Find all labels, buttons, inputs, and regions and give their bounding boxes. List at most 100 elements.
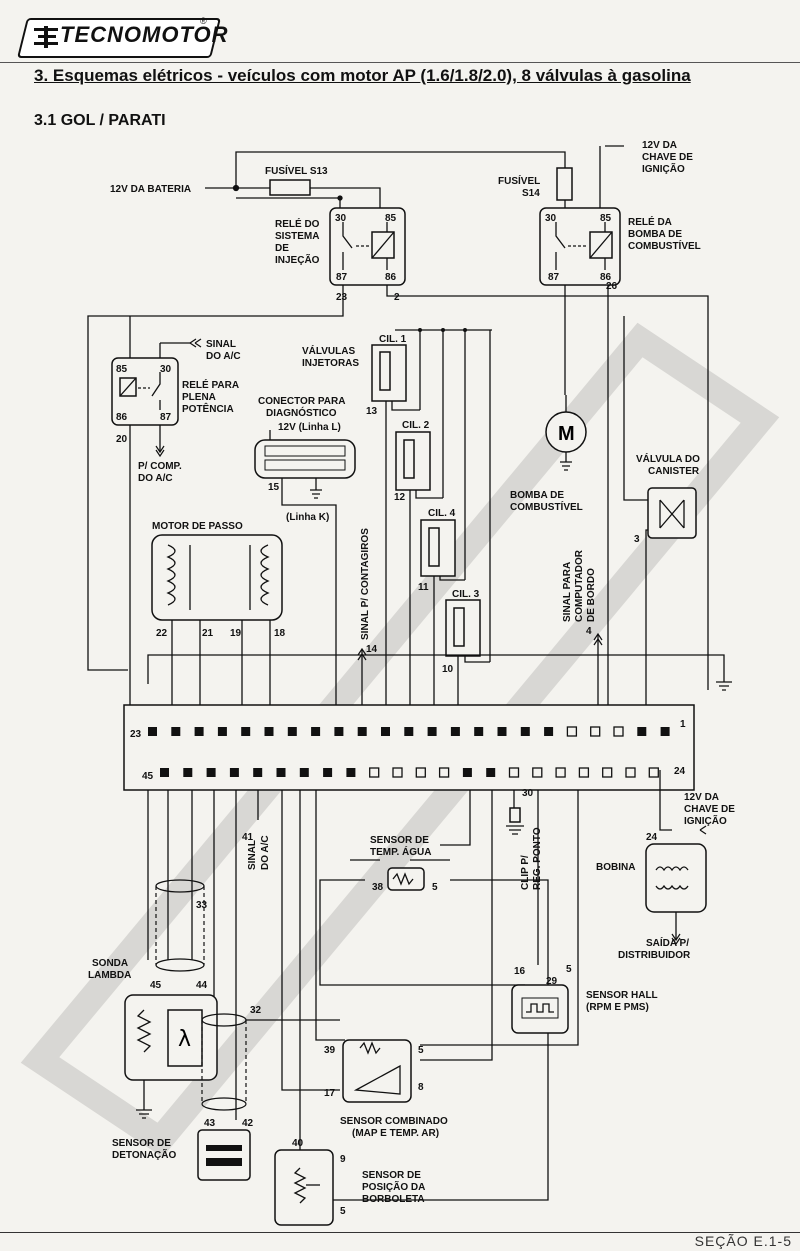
label-contagiros: SINAL P/ CONTAGIROS	[360, 528, 371, 640]
ecu-pin-bottom	[369, 767, 380, 778]
label-ign2-1: CHAVE DE	[684, 804, 735, 815]
ecu-pin-bottom	[346, 768, 356, 777]
label-combinado-0: SENSOR COMBINADO	[340, 1116, 448, 1127]
label-hall-1: (RPM E PMS)	[586, 1002, 649, 1013]
label-stepper: MOTOR DE PASSO	[152, 521, 243, 532]
pin-r86a: 86	[385, 272, 397, 283]
ignition-coil	[645, 825, 707, 946]
fuse-s13	[269, 179, 311, 196]
pin-numbers: 30 85 87 86 30 85 87 86 85 30 86 87 23 2…	[116, 213, 686, 1217]
footer-section: SEÇÃO E.1-5	[694, 1233, 792, 1249]
lambda-sensor	[124, 994, 218, 1119]
label-computador-1: COMPUTADOR	[574, 549, 585, 622]
pin-15: 15	[268, 482, 280, 493]
labels: 12V DA BATERIA FUSÍVEL S13 FUSÍVEL S14 1…	[88, 140, 735, 1205]
header-divider	[0, 62, 800, 63]
pin-16: 16	[514, 966, 526, 977]
sub-title: 3.1 GOL / PARATI	[34, 112, 166, 129]
label-temp-agua-0: SENSOR DE	[370, 835, 429, 846]
relay-fuel-pump	[539, 207, 621, 286]
label-clip-1: REG. PONTO	[532, 827, 543, 890]
pin-1: 1	[680, 719, 686, 730]
label-diag-0: CONECTOR PARA	[258, 396, 345, 407]
ecu-pin-bottom	[206, 768, 216, 777]
label-comp-ac-1: DO A/C	[138, 473, 173, 484]
pin-r85b: 85	[600, 213, 612, 224]
label-sinal-ac-1: DO A/C	[206, 351, 241, 362]
label-fuse-s14-b: S14	[522, 188, 540, 199]
label-diag-1: DIAGNÓSTICO	[266, 406, 337, 419]
label-sinal-ac-0: SINAL	[206, 339, 236, 350]
label-computador-0: SINAL PARA	[562, 562, 573, 622]
ecu-pin-bottom	[486, 768, 496, 777]
ecu-pin-top	[590, 726, 601, 737]
pin-23a: 23	[336, 292, 348, 303]
label-cil2: CIL. 2	[402, 420, 430, 431]
label-relay-pump-1: BOMBA DE	[628, 229, 682, 240]
label-diag-12v: 12V (Linha L)	[278, 422, 341, 433]
motor-symbol: M	[558, 423, 575, 445]
ecu-pin-top	[474, 727, 484, 736]
pin-32: 32	[250, 1005, 262, 1016]
ecu-pin-bottom	[276, 768, 286, 777]
label-relay-inj-3: INJEÇÃO	[275, 253, 320, 266]
pin-26: 26	[606, 281, 618, 292]
ecu-pin-top	[637, 727, 647, 736]
clip-connector	[509, 807, 521, 823]
pin-17: 17	[324, 1088, 336, 1099]
label-cil1: CIL. 1	[379, 334, 407, 345]
pin-24b: 24	[646, 832, 658, 843]
label-battery: 12V DA BATERIA	[110, 184, 191, 195]
pin-r87c: 87	[160, 412, 172, 423]
ecu-pin-bottom	[625, 767, 636, 778]
pin-38: 38	[372, 882, 384, 893]
ecu-pin-bottom	[508, 767, 520, 778]
pin-22: 22	[156, 628, 168, 639]
supply-wires	[87, 145, 709, 705]
relay-ac	[111, 357, 179, 426]
pin-r86c: 86	[116, 412, 128, 423]
label-injectors-1: INJETORAS	[302, 358, 359, 369]
ecu-pin-bottom	[578, 767, 590, 778]
label-ign-b: CHAVE DE	[642, 152, 693, 163]
ecu-pin-top	[171, 727, 181, 736]
ecu-pin-top	[427, 727, 437, 736]
label-ign2-2: IGNIÇÃO	[684, 814, 727, 827]
ecu-pin-top	[287, 727, 297, 736]
label-relay-ac-2: POTÊNCIA	[182, 402, 234, 415]
ecu-pin-bottom	[299, 768, 309, 777]
label-injectors-0: VÁLVULAS	[302, 344, 355, 357]
pin-8: 8	[418, 1082, 424, 1093]
pin-3: 3	[634, 534, 640, 545]
label-detonacao-1: DETONAÇÃO	[112, 1148, 176, 1161]
pin-20: 20	[116, 434, 128, 445]
lambda-symbol: λ	[178, 1027, 191, 1052]
pin-23: 23	[130, 729, 142, 740]
brand-name: TECNOMOTOR	[60, 22, 229, 47]
label-pump-1: COMBUSTÍVEL	[510, 500, 583, 513]
label-ign-c: IGNIÇÃO	[642, 162, 685, 175]
label-borboleta-2: BORBOLETA	[362, 1194, 425, 1205]
label-relay-inj-1: SISTEMA	[275, 231, 319, 242]
ecu-pin-top	[613, 726, 624, 737]
ecu-pin-top	[334, 727, 344, 736]
label-relay-ac-0: RELÉ PARA	[182, 378, 239, 391]
fuel-pump-motor	[545, 395, 587, 471]
pin-19: 19	[230, 628, 242, 639]
label-linha-k: (Linha K)	[286, 512, 329, 523]
pin-r87a: 87	[336, 272, 348, 283]
footer-bar	[0, 1232, 800, 1251]
pin-11: 11	[418, 582, 429, 593]
diagnostic-connector	[254, 430, 356, 705]
label-relay-pump-2: COMBUSTÍVEL	[628, 239, 701, 252]
pin-5c: 5	[418, 1045, 424, 1056]
label-relay-inj-0: RELÉ DO	[275, 217, 320, 230]
pin-13: 13	[366, 406, 378, 417]
ecu-pin-top	[381, 727, 390, 736]
label-sinal-ac2-1: DO A/C	[260, 835, 271, 870]
pin-r87b: 87	[548, 272, 560, 283]
ecu-pin-top	[217, 727, 227, 736]
pin-r86b: 86	[600, 272, 612, 283]
label-canister-1: CANISTER	[648, 466, 700, 477]
label-lambda-1: LAMBDA	[88, 970, 131, 981]
